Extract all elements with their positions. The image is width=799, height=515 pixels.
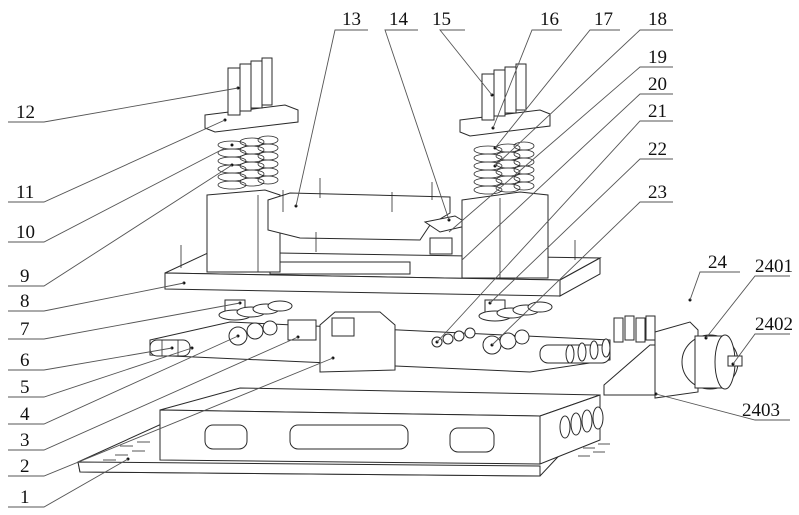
label-3: 3 — [20, 430, 30, 451]
label-16: 16 — [540, 9, 559, 30]
label-14: 14 — [389, 9, 409, 30]
label-2402: 2402 — [755, 314, 793, 335]
label-23: 23 — [648, 182, 667, 203]
label-1: 1 — [20, 487, 30, 508]
label-17: 17 — [594, 9, 613, 30]
label-24: 24 — [708, 252, 728, 273]
label-8: 8 — [20, 291, 30, 312]
left-spring-column — [204, 57, 299, 273]
center-fixture — [180, 178, 576, 278]
right-spring-column — [459, 63, 551, 279]
label-11: 11 — [16, 182, 34, 203]
frame — [159, 387, 604, 465]
label-9: 9 — [20, 266, 30, 287]
label-13: 13 — [342, 9, 361, 30]
label-5: 5 — [20, 377, 30, 398]
label-18: 18 — [648, 9, 667, 30]
label-2403: 2403 — [742, 400, 780, 421]
label-10: 10 — [16, 222, 35, 243]
motor-assembly — [603, 298, 743, 399]
label-15: 15 — [432, 9, 451, 30]
center-block — [287, 311, 396, 373]
label-21: 21 — [648, 101, 667, 122]
label-6: 6 — [20, 350, 30, 371]
leader-lines — [8, 29, 790, 508]
part-labels: 12 11 10 9 8 7 6 5 4 3 2 1 13 14 15 16 1… — [16, 9, 793, 508]
label-4: 4 — [20, 404, 30, 425]
label-12: 12 — [16, 102, 35, 123]
label-22: 22 — [648, 139, 667, 160]
roller-cluster-left — [218, 299, 293, 321]
label-2401: 2401 — [755, 256, 793, 277]
label-7: 7 — [20, 319, 30, 340]
label-20: 20 — [648, 74, 667, 95]
label-2: 2 — [20, 456, 30, 477]
roller-cluster-right — [478, 299, 553, 322]
label-19: 19 — [648, 47, 667, 68]
